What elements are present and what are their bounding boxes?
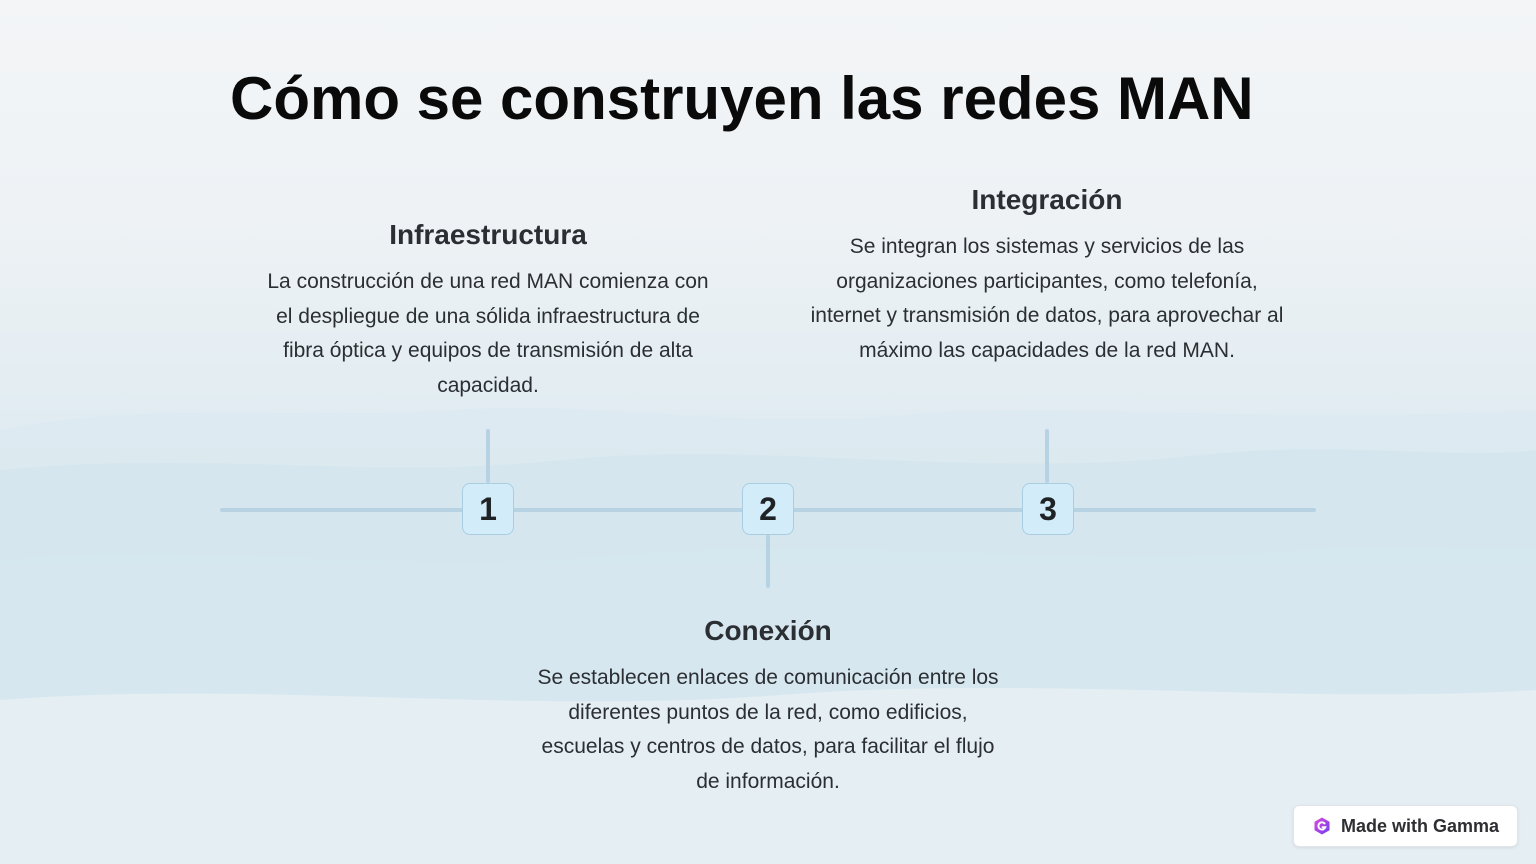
step-1-card: Infraestructura La construcción de una r… <box>258 219 718 404</box>
step-3-card: Integración Se integran los sistemas y s… <box>807 184 1287 369</box>
step-2-connector <box>766 534 770 588</box>
step-2-description: Se establecen enlaces de comunicación en… <box>537 666 999 794</box>
badge-label: Made with Gamma <box>1340 815 1500 836</box>
step-1-number: 1 <box>462 483 514 535</box>
step-3-title: Integración <box>971 184 1123 215</box>
gamma-logo-icon <box>1314 817 1330 835</box>
page-title: Cómo se construyen las redes MAN <box>230 65 1254 132</box>
step-1-description: La construcción de una red MAN comienza … <box>267 270 709 398</box>
step-3-number: 3 <box>1022 483 1074 535</box>
step-1-connector <box>486 429 490 483</box>
step-2-number: 2 <box>742 483 794 535</box>
made-with-gamma-badge[interactable]: Made with Gamma <box>1293 805 1518 847</box>
step-2-card: Conexión Se establecen enlaces de comuni… <box>528 615 1008 800</box>
step-3-description: Se integran los sistemas y servicios de … <box>810 235 1284 363</box>
step-3-connector <box>1045 429 1049 483</box>
step-2-title: Conexión <box>704 615 832 646</box>
step-1-title: Infraestructura <box>389 219 587 250</box>
